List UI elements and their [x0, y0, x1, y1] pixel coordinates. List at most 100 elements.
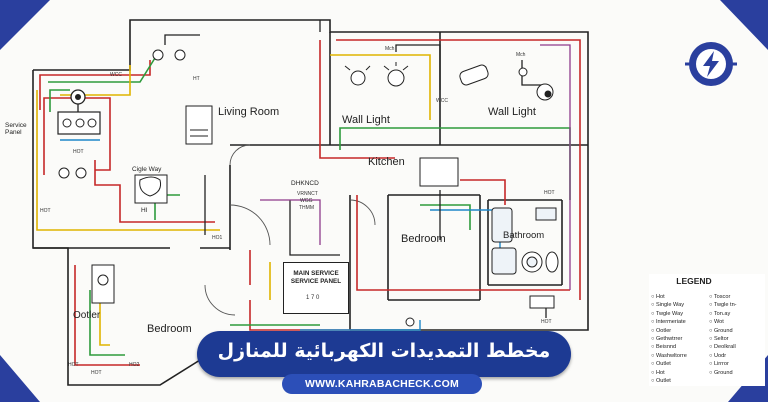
main-service-panel: MAIN SERVICE SERVICE PANEL 1 7 0	[283, 262, 349, 314]
legend-item: ○ Gethwtrrer	[651, 336, 682, 342]
legend-item: ○ Beisnnd	[651, 344, 676, 350]
legend-item: ○ Intermeriate	[651, 319, 686, 325]
legend-item-label: Intermeriate	[655, 319, 686, 326]
legend-symbol-icon: ○	[651, 294, 656, 300]
room-living-room: Living Room	[218, 106, 280, 118]
legend-item-label: Ton.ay	[713, 310, 731, 317]
toilet-icon	[545, 251, 559, 273]
legend-symbol-icon: ○	[651, 378, 656, 384]
label-hot-bottom-1: HOT	[68, 362, 79, 368]
legend-symbol-icon: ○	[651, 336, 656, 342]
legend-symbol-icon: ○	[709, 336, 714, 342]
legend-item: ○ Toscor	[709, 294, 730, 300]
legend-item: ○ Seltor	[709, 336, 729, 342]
label-hot-bottom-2: HOT	[91, 370, 102, 376]
legend-item-label: Seltor	[713, 336, 729, 342]
label-wcc-mid: WCC	[436, 98, 448, 104]
legend-symbol-icon: ○	[709, 294, 714, 300]
legend-item-label: Beisnnd	[655, 344, 677, 351]
legend-symbol-icon: ○	[709, 361, 714, 368]
legend-item: ○ Ground	[709, 328, 733, 334]
legend-symbol-icon: ○	[709, 352, 714, 359]
room-bedroom-left: Bedroom	[147, 323, 192, 335]
legend-item: ○ Washwltorre	[651, 353, 687, 359]
banner-title: مخطط التمديدات الكهربائية للمنازل	[217, 340, 551, 362]
legend-symbol-icon: ○	[651, 369, 656, 376]
legend-item-label: Hot	[655, 369, 665, 376]
legend-item: ○ Uodr	[709, 353, 726, 359]
website-url[interactable]: WWW.KAHRABACHECK.COM	[305, 378, 459, 390]
main-service-panel-title: MAIN SERVICE SERVICE PANEL	[284, 270, 348, 286]
room-kitchen: Kitchen	[368, 156, 405, 168]
label-cigle-way: Cigle Way	[132, 166, 162, 173]
legend-symbol-icon: ○	[709, 319, 714, 326]
label-hot-right-bottom: HOT	[541, 319, 552, 325]
legend-item: ○ Hot	[651, 370, 665, 376]
corner-bracket-top-left	[4, 4, 28, 28]
legend-symbol-icon: ○	[709, 302, 714, 309]
service-panel-label: Service Panel	[5, 122, 27, 136]
legend-item: ○ Ton.ay	[709, 311, 730, 317]
legend-symbol-icon: ○	[651, 361, 656, 368]
legend-symbol-icon: ○	[709, 327, 714, 334]
legend-item-label: Twgle Way	[655, 310, 683, 317]
legend-item-label: Wot	[713, 319, 724, 326]
legend-item-label: Deolkrall	[713, 344, 736, 351]
legend-item-label: Gethwtrrer	[655, 336, 683, 342]
label-mch-1: Mch	[385, 46, 395, 52]
label-hl: Hl	[141, 207, 148, 214]
legend-item-label: Single Way	[655, 302, 685, 309]
door-swings	[204, 144, 376, 316]
label-hot-left-2: HOT	[40, 208, 51, 214]
legend-item: ○ Outlet	[651, 378, 671, 384]
label-wgg: WGG	[300, 198, 313, 204]
legend-symbol-icon: ○	[651, 352, 656, 359]
label-mch-2: Mch	[516, 52, 526, 58]
wires-purple	[260, 44, 571, 290]
legend-item: ○ Ootler	[651, 328, 671, 334]
legend-symbol-icon: ○	[709, 369, 714, 376]
legend-item-label: Toscor	[713, 294, 731, 300]
panel-title-line2: SERVICE PANEL	[290, 278, 342, 285]
label-hot-left-1: HOT	[73, 149, 84, 155]
service-panel-label-line2: Panel	[5, 129, 22, 136]
legend-item-label: Outlet	[655, 378, 671, 384]
service-panel-icon	[57, 89, 101, 135]
sink-icon	[139, 176, 161, 197]
legend-symbol-icon: ○	[709, 344, 714, 351]
legend-item-label: Uodr	[713, 352, 727, 359]
label-ho2: HO2	[129, 362, 140, 368]
legend-symbol-icon: ○	[709, 310, 714, 317]
legend-symbol-icon: ○	[651, 327, 656, 334]
title-banner: مخطط التمديدات الكهربائية للمنازل	[197, 331, 571, 377]
label-thmm: THMM	[299, 205, 314, 211]
label-hot-mid: HO1	[212, 235, 223, 241]
legend-item-label: Ootler	[655, 327, 672, 334]
room-bedroom-right: Bedroom	[401, 233, 446, 245]
legend-item-label: Lirrror	[713, 361, 729, 368]
legend-title: LEGEND	[676, 276, 712, 286]
legend-item-label: Twgle tn-	[713, 302, 737, 309]
light-bulb-icon	[344, 62, 552, 98]
legend-item: ○ Twgle Way	[651, 311, 683, 317]
room-bathroom: Bathroom	[503, 230, 545, 241]
legend-item: ○ Deolkrall	[709, 344, 736, 350]
legend-symbol-icon: ○	[651, 302, 656, 309]
legend-item: ○ Lirrror	[709, 361, 729, 367]
label-wcc-top: WCC	[110, 72, 122, 78]
panel-breaker-label: 1 7 0	[306, 295, 320, 301]
legend-item: ○ Twgle tn-	[709, 302, 737, 308]
legend-symbol-icon: ○	[651, 319, 656, 326]
room-ootler: Ootler	[73, 310, 101, 321]
legend-symbol-icon: ○	[651, 310, 656, 317]
legend-item: ○ Outlet	[651, 361, 671, 367]
website-url-pill[interactable]: WWW.KAHRABACHECK.COM	[282, 374, 482, 394]
label-dhkncd: DHKNCD	[291, 180, 319, 187]
lightning-logo-icon	[685, 42, 737, 86]
label-hot-right-top: HOT	[544, 190, 555, 196]
corner-triangle-top-right	[720, 0, 768, 50]
service-panel-label-line1: Service	[5, 122, 27, 129]
legend-item: ○ Single Way	[651, 302, 684, 308]
